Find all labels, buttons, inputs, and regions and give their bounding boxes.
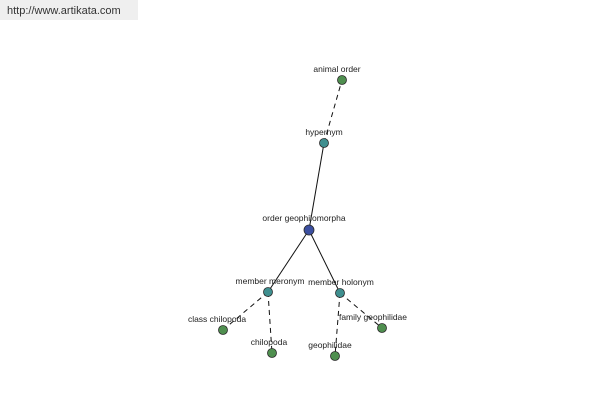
node-circle-geophilidae[interactable]: [330, 351, 340, 361]
edge-member-holonym-to-family-geophilidae: [339, 292, 383, 329]
node-circle-family-geophilidae[interactable]: [377, 323, 387, 333]
node-center[interactable]: order geophilomorpha: [262, 213, 346, 236]
node-member-meronym[interactable]: member meronym: [236, 276, 305, 297]
node-chilopoda[interactable]: chilopoda: [251, 337, 288, 358]
node-label-member-meronym[interactable]: member meronym: [236, 276, 305, 286]
edges-layer: [222, 79, 383, 357]
source-url[interactable]: http://www.artikata.com: [0, 0, 138, 20]
node-label-class-chilopoda[interactable]: class chilopoda: [188, 314, 246, 324]
node-label-member-holonym[interactable]: member holonym: [308, 277, 374, 287]
node-geophilidae[interactable]: geophilidae: [308, 340, 352, 361]
node-circle-class-chilopoda[interactable]: [218, 325, 228, 335]
node-label-hypernym[interactable]: hypernym: [305, 127, 342, 137]
node-circle-hypernym[interactable]: [319, 138, 329, 148]
node-circle-member-holonym[interactable]: [335, 288, 345, 298]
edge-member-holonym-to-geophilidae: [334, 292, 341, 357]
node-class-chilopoda[interactable]: class chilopoda: [188, 314, 246, 335]
node-circle-center[interactable]: [303, 224, 315, 236]
node-label-family-geophilidae[interactable]: family geophilidae: [339, 312, 407, 322]
edge-hypernym-to-animal-order: [323, 79, 343, 144]
node-label-geophilidae[interactable]: geophilidae: [308, 340, 352, 350]
edge-center-to-hypernym: [308, 142, 325, 231]
node-member-holonym[interactable]: member holonym: [308, 277, 374, 298]
node-label-animal-order[interactable]: animal order: [313, 64, 360, 74]
node-circle-member-meronym[interactable]: [263, 287, 273, 297]
edge-center-to-member-holonym: [308, 229, 341, 294]
node-label-chilopoda[interactable]: chilopoda: [251, 337, 288, 347]
node-family-geophilidae[interactable]: family geophilidae: [339, 312, 407, 333]
edge-member-meronym-to-class-chilopoda: [222, 291, 269, 331]
node-circle-chilopoda[interactable]: [267, 348, 277, 358]
node-hypernym[interactable]: hypernym: [305, 127, 343, 148]
edge-member-meronym-to-chilopoda: [267, 291, 273, 354]
nodes-layer: order geophilomorpha hypernym animal order…: [188, 64, 407, 361]
edge-center-to-member-meronym: [267, 229, 310, 293]
node-circle-animal-order[interactable]: [337, 75, 347, 85]
node-label-center[interactable]: order geophilomorpha: [262, 213, 345, 223]
node-animal-order[interactable]: animal order: [313, 64, 361, 85]
